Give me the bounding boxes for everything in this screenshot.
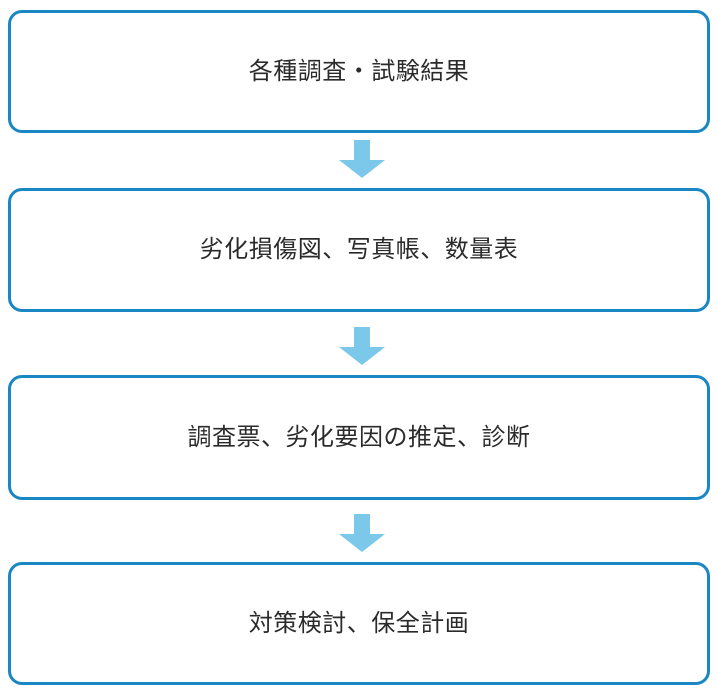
arrow-down-icon-2 <box>339 327 385 365</box>
arrow-down-icon-3 <box>339 514 385 552</box>
flow-node-3-label: 調査票、劣化要因の推定、診断 <box>187 423 531 451</box>
arrow-down-icon-1 <box>339 140 385 178</box>
flow-node-3[interactable]: 調査票、劣化要因の推定、診断 <box>8 375 710 500</box>
flow-node-4[interactable]: 対策検討、保全計画 <box>8 562 710 685</box>
flow-node-4-label: 対策検討、保全計画 <box>248 609 470 637</box>
flow-node-2[interactable]: 劣化損傷図、写真帳、数量表 <box>8 188 710 312</box>
flow-node-1[interactable]: 各種調査・試験結果 <box>8 10 710 133</box>
flow-node-2-label: 劣化損傷図、写真帳、数量表 <box>199 236 519 264</box>
flow-node-1-label: 各種調査・試験結果 <box>248 57 470 85</box>
